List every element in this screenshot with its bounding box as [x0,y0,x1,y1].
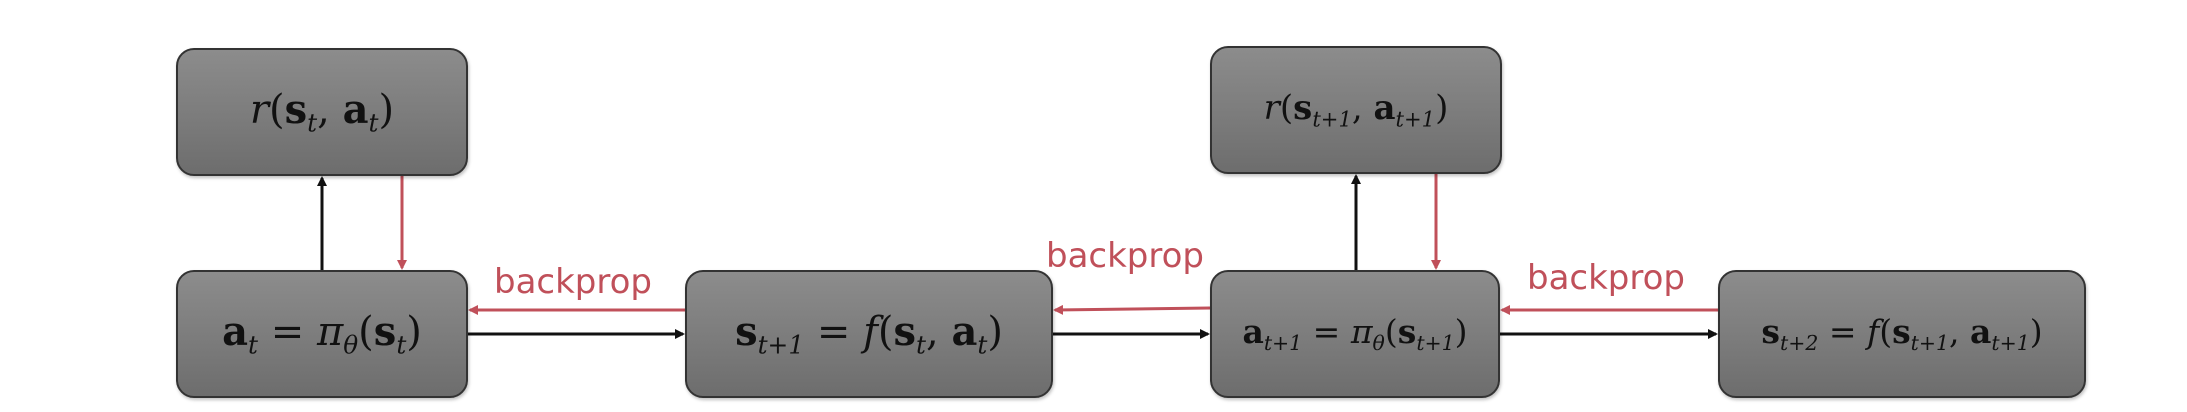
dynamics-node-t1-label: st+2 = f(st+1, at+1) [1761,312,2043,356]
dynamics-node-t1: st+2 = f(st+1, at+1) [1718,270,2086,398]
reward-node-t: r(st, at) [176,48,468,176]
reward-node-t-label: r(st, at) [249,86,395,138]
dynamics-node-t: st+1 = f(st, at) [685,270,1053,398]
dynamics-node-t-label: st+1 = f(st, at) [735,308,1003,360]
backprop-label-3: backprop [1527,258,1685,298]
policy-node-t1-label: at+1 = πθ(st+1) [1242,312,1468,356]
backprop-label-2: backprop [1046,236,1204,276]
reward-node-t1: r(st+1, at+1) [1210,46,1502,174]
backprop-label-1: backprop [494,262,652,302]
edge-policy-t1-to-dynamics-t-backprop [1053,304,1211,315]
policy-node-t: at = πθ(st) [176,270,468,398]
policy-node-t1: at+1 = πθ(st+1) [1210,270,1500,398]
reward-node-t1-label: r(st+1, at+1) [1263,88,1449,132]
policy-node-t-label: at = πθ(st) [222,308,422,360]
